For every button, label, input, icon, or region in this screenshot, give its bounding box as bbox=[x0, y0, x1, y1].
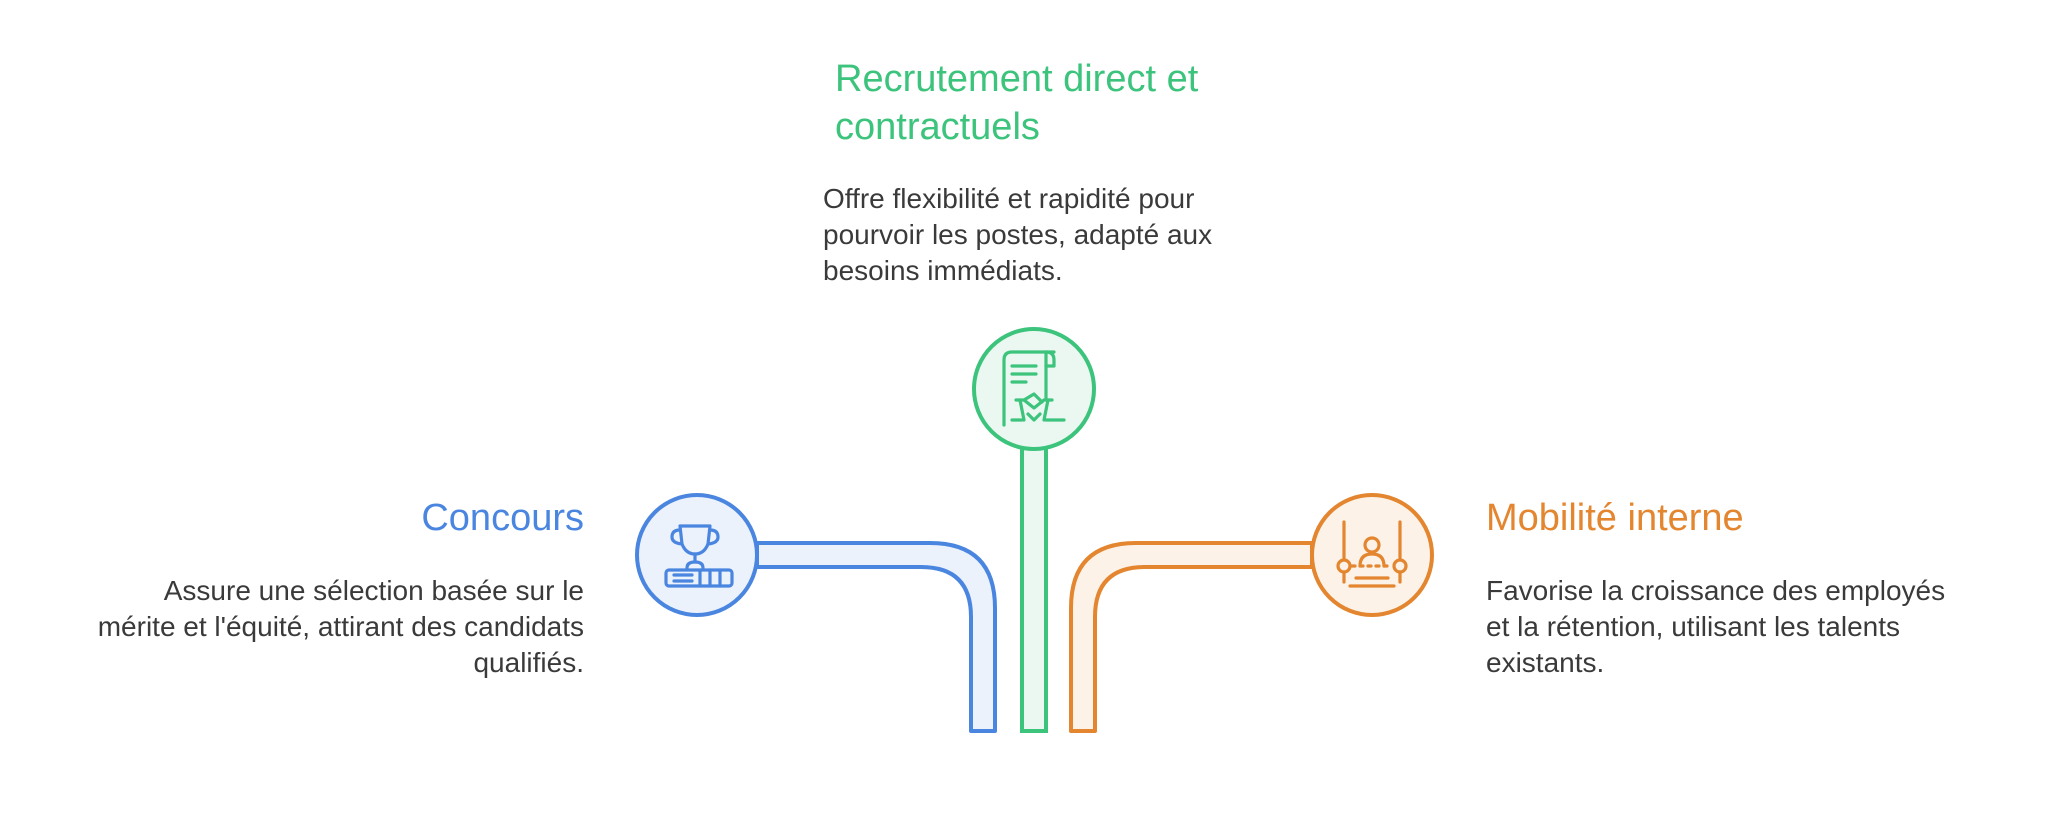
left-branch-title: Concours bbox=[421, 497, 584, 539]
left-branch-connector bbox=[755, 541, 997, 733]
trophy-books-icon bbox=[664, 524, 734, 588]
contract-handshake-icon bbox=[1002, 350, 1066, 427]
center-branch-connector bbox=[1020, 438, 1048, 733]
center-branch-description: Offre flexibilité et rapidité pour pourv… bbox=[823, 183, 1213, 286]
center-branch-node bbox=[972, 327, 1096, 451]
person-swing-icon bbox=[1336, 520, 1408, 588]
left-branch-description: Assure une sélection basée sur le mérite… bbox=[97, 575, 584, 678]
left-branch-node bbox=[635, 493, 759, 617]
right-branch-connector bbox=[1069, 541, 1314, 733]
right-branch-node bbox=[1310, 493, 1434, 617]
right-branch-title: Mobilité interne bbox=[1486, 497, 1744, 539]
center-branch-title: Recrutement direct et contractuels bbox=[835, 58, 1199, 148]
right-branch-description: Favorise la croissance des employés et l… bbox=[1486, 575, 1946, 678]
